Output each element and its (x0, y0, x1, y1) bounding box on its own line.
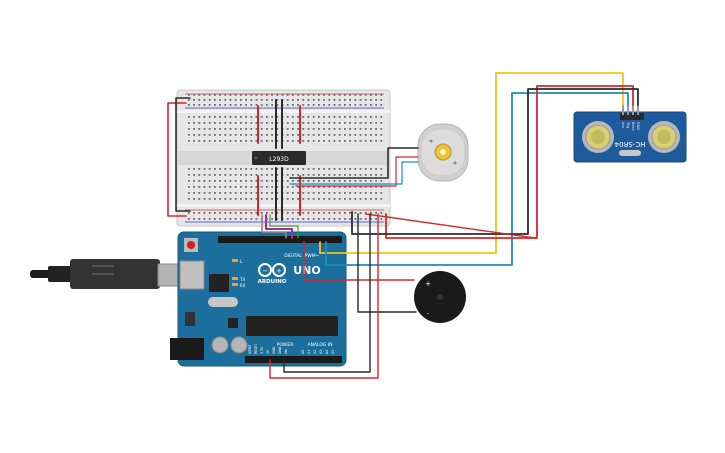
wire-bb-arduino-gray (261, 214, 287, 239)
dc-motor[interactable] (417, 123, 469, 182)
wire-sensor-black (351, 88, 639, 235)
buzzer-plus-label: + (425, 280, 431, 288)
pin-a3: A3 (319, 350, 323, 354)
breadboard-holes (188, 94, 383, 220)
pin-gnd-1: GND (272, 346, 276, 354)
wire-rail-loop-red (167, 102, 187, 217)
sensor-pin-echo: Echo (631, 122, 635, 131)
wire-motor-red (295, 156, 419, 187)
svg-text:−: − (262, 267, 268, 275)
arduino-model: UNO (293, 264, 321, 277)
svg-text:+: + (276, 267, 282, 275)
wire-buzzer-black (357, 213, 417, 313)
wire-sensor-yellow (319, 72, 624, 254)
pin-a4: A4 (325, 350, 329, 354)
usb-cable (30, 259, 185, 289)
wire-motor-blue (289, 161, 419, 185)
arduino-brand: ARDUINO (258, 279, 287, 285)
wires (167, 72, 639, 379)
wire-bb-arduino-magenta (265, 214, 293, 239)
pin-a1: A1 (307, 350, 311, 354)
wire-sensor-blue (325, 92, 629, 266)
pin-3v3: 3.3V (260, 346, 264, 354)
led-label-l: L (240, 259, 243, 264)
wire-rail-loop-black (175, 97, 191, 212)
pin-5v: 5V (266, 349, 270, 354)
pin-ioref: IOREF (248, 344, 252, 354)
sensor-pin-gnd: GND (636, 122, 640, 130)
arduino-logo: − + (258, 263, 286, 277)
power-header-label: POWER (277, 342, 294, 348)
wire-power-red (269, 213, 379, 379)
sensor-pin-trig: Trig (626, 121, 630, 128)
ultrasonic-sensor[interactable]: Vcc Trig Echo GND HC-SR04 (573, 105, 687, 163)
motor-driver-chip[interactable]: L293D (252, 151, 306, 165)
pin-gnd-2: GND (278, 346, 282, 354)
pwm-header-label: PWM~ (305, 253, 320, 259)
analog-header-label: ANALOG IN (307, 342, 332, 348)
wire-rail-red-diag (365, 213, 536, 239)
wire-bb-arduino-green (269, 214, 299, 239)
wire-motor-black (289, 147, 419, 179)
led-label-tx: TX (239, 277, 245, 282)
digital-header-label: DIGITAL (284, 253, 302, 259)
led-label-rx: RX (240, 283, 246, 288)
pin-a2: A2 (313, 350, 317, 354)
piezo-buzzer[interactable]: + - (414, 271, 466, 323)
motor-driver-label: L293D (269, 156, 289, 163)
buzzer-minus-label: - (427, 310, 430, 318)
wire-power-black (283, 213, 371, 373)
pin-a0: A0 (301, 350, 305, 354)
pin-vin: Vin (284, 349, 288, 354)
sensor-model-label: HC-SR04 (614, 140, 645, 148)
pin-a5: A5 (331, 350, 335, 354)
sensor-pin-vcc: Vcc (621, 122, 625, 128)
pin-reset: RESET (254, 344, 258, 354)
